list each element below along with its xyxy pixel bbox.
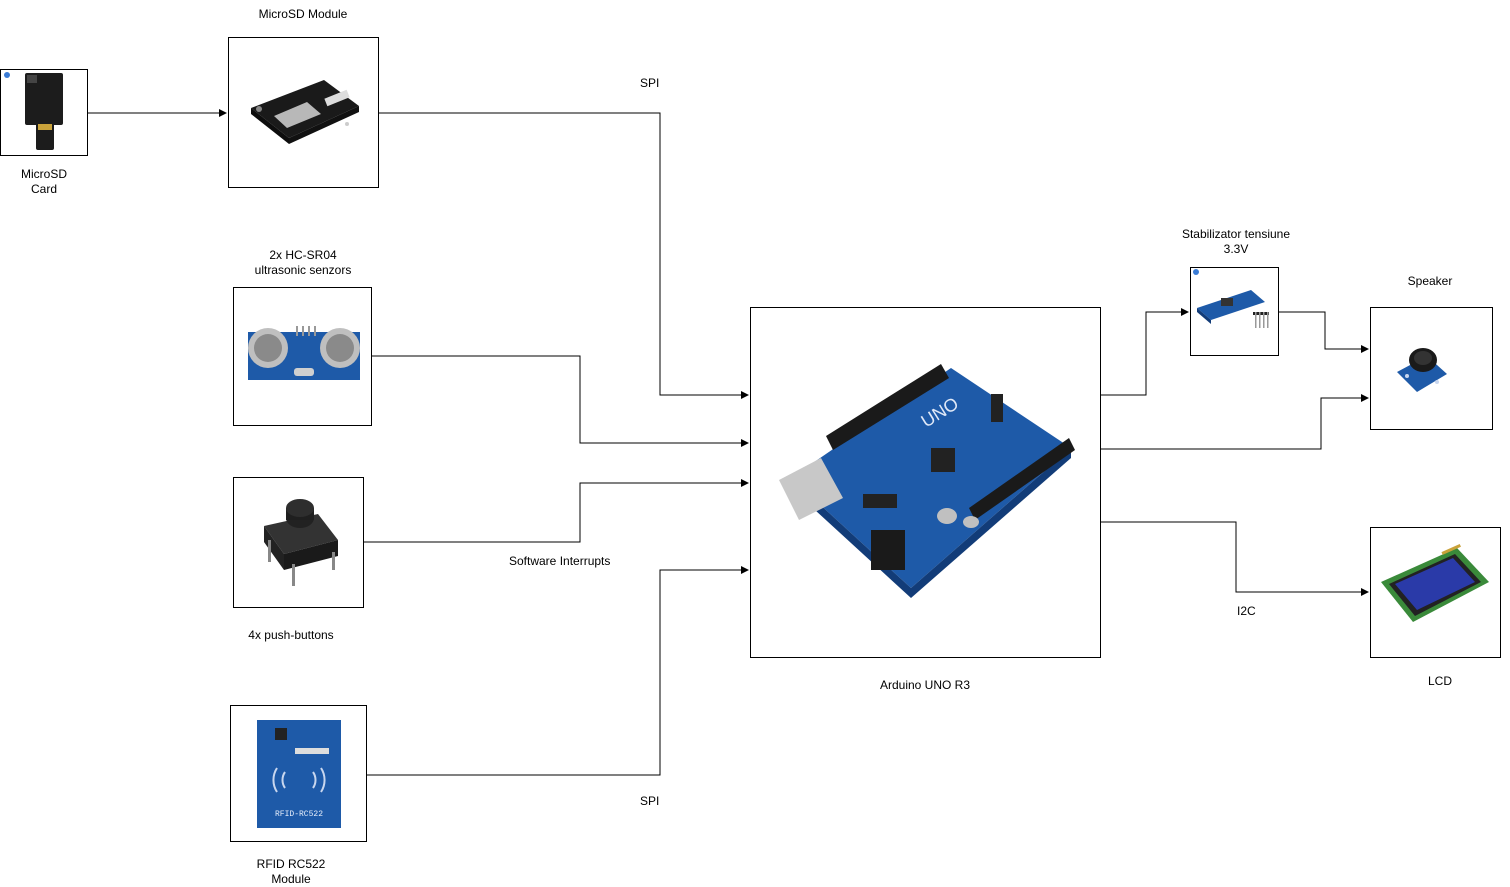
regulator-label: Stabilizator tensiune 3.3V — [1181, 227, 1291, 256]
microsd-module-label: MicroSD Module — [258, 7, 348, 21]
edge-regulator-to-speaker — [1278, 311, 1369, 353]
arduino-board-image: UNO — [779, 364, 1075, 598]
rfid-node[interactable]: RFID-RC522 — [230, 705, 367, 842]
arduino-node[interactable]: UNO — [750, 307, 1101, 658]
speaker-label: Speaker — [1407, 274, 1453, 288]
regulator-node[interactable] — [1190, 267, 1279, 356]
edge-arduino-to-regulator — [1100, 308, 1189, 396]
push-buttons-node[interactable] — [233, 477, 364, 608]
edge-label-software-interrupts: Software Interrupts — [509, 554, 611, 568]
rfid-module-image: RFID-RC522 — [257, 720, 341, 828]
edge-ultrasonic-to-arduino — [371, 355, 749, 447]
speaker-node[interactable] — [1370, 307, 1493, 430]
edge-buttons-to-arduino — [363, 479, 749, 543]
edge-label-i2c: I2C — [1237, 604, 1256, 618]
edge-arduino-to-lcd — [1100, 521, 1369, 596]
ultrasonic-label: 2x HC-SR04 ultrasonic senzors — [254, 248, 352, 277]
rfid-board-text: RFID-RC522 — [275, 810, 323, 819]
edge-rfid-to-arduino — [366, 566, 749, 776]
edge-arduino-to-speaker — [1100, 394, 1369, 450]
voltage-regulator-image — [1193, 269, 1269, 328]
push-buttons-label: 4x push-buttons — [248, 628, 334, 642]
arduino-label: Arduino UNO R3 — [879, 678, 971, 692]
microsd-card-label: MicroSD Card — [20, 167, 67, 196]
speaker-module-image — [1397, 348, 1447, 392]
microsd-card-image — [4, 72, 63, 150]
edge-label-spi-top: SPI — [640, 76, 660, 90]
push-button-image — [264, 499, 338, 586]
lcd-display-image — [1381, 544, 1489, 622]
ultrasonic-node[interactable] — [233, 287, 372, 426]
microsd-module-image — [251, 80, 359, 144]
microsd-module-node[interactable] — [228, 37, 379, 188]
rfid-label: RFID RC522 Module — [256, 857, 326, 886]
edge-module-to-arduino — [378, 112, 749, 399]
lcd-label: LCD — [1427, 674, 1452, 688]
microsd-card-node[interactable] — [0, 69, 88, 156]
edge-label-spi-bottom: SPI — [640, 794, 660, 808]
ultrasonic-sensor-image — [248, 326, 360, 380]
lcd-node[interactable] — [1370, 527, 1501, 658]
